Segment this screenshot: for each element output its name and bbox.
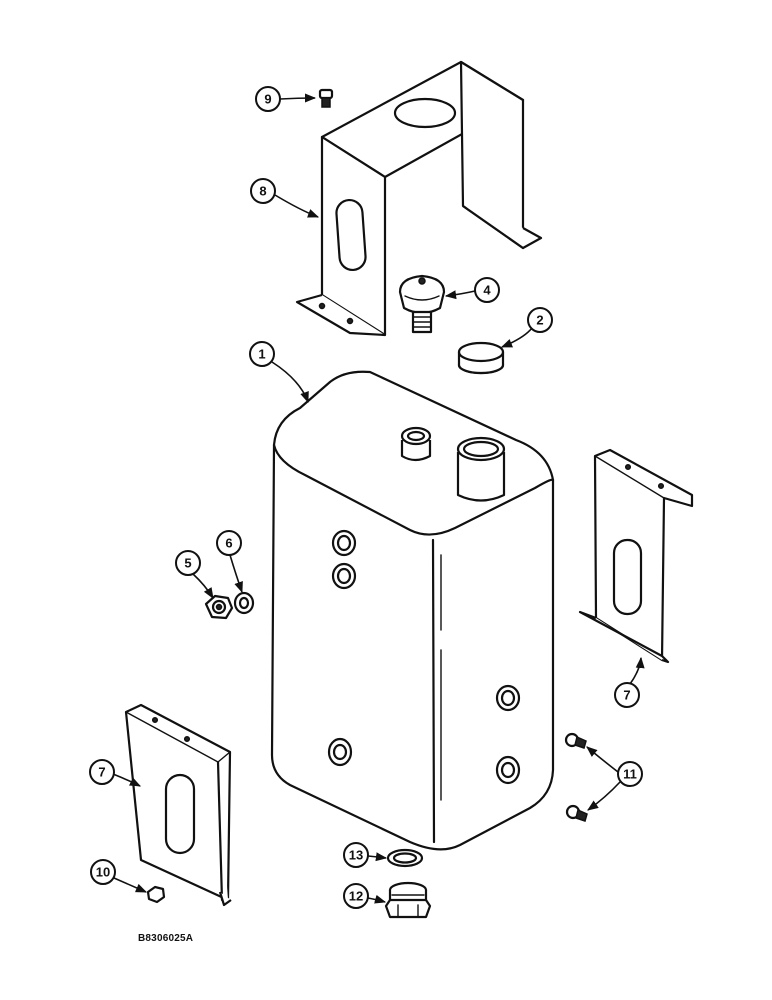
callout-11: 11 bbox=[586, 746, 643, 811]
callout-label: 4 bbox=[483, 283, 491, 298]
document-number: B8306025A bbox=[138, 933, 194, 944]
callout-7-right: 7 bbox=[614, 656, 645, 708]
elbow-fitting bbox=[204, 594, 234, 620]
callout-label: 9 bbox=[264, 92, 271, 107]
callout-label: 11 bbox=[623, 767, 637, 782]
callout-label: 10 bbox=[96, 865, 110, 880]
hex-nut bbox=[146, 885, 166, 904]
hydraulic-reservoir-tank bbox=[270, 370, 555, 851]
bracket-screw bbox=[318, 88, 334, 108]
sealing-washer bbox=[233, 591, 255, 615]
callout-label: 7 bbox=[623, 688, 630, 703]
port-plug-lower bbox=[565, 804, 588, 822]
callout-12: 12 bbox=[343, 883, 387, 909]
drain-plug bbox=[384, 881, 432, 919]
callout-10: 10 bbox=[90, 859, 148, 893]
callout-5: 5 bbox=[175, 550, 214, 599]
callout-4: 4 bbox=[444, 277, 500, 303]
left-side-bracket bbox=[124, 703, 232, 907]
callout-2: 2 bbox=[500, 307, 553, 348]
callout-1: 1 bbox=[249, 341, 309, 404]
callout-label: 12 bbox=[349, 889, 363, 904]
filler-cap bbox=[457, 341, 505, 375]
breather-cap bbox=[398, 274, 446, 334]
port-plug-upper bbox=[564, 732, 587, 749]
callout-label: 13 bbox=[349, 848, 363, 863]
right-side-bracket bbox=[578, 448, 694, 664]
callout-13: 13 bbox=[343, 842, 388, 868]
callout-label: 5 bbox=[184, 556, 191, 571]
callout-9: 9 bbox=[255, 86, 317, 112]
callout-6: 6 bbox=[216, 530, 243, 594]
callout-label: 8 bbox=[259, 184, 266, 199]
callout-label: 2 bbox=[536, 313, 543, 328]
o-ring bbox=[386, 848, 424, 868]
callout-label: 6 bbox=[225, 536, 232, 551]
top-mounting-bracket bbox=[295, 60, 543, 337]
callout-label: 7 bbox=[98, 765, 105, 780]
callout-8: 8 bbox=[250, 178, 320, 218]
callout-7-left: 7 bbox=[89, 759, 142, 787]
callout-label: 1 bbox=[258, 347, 265, 362]
